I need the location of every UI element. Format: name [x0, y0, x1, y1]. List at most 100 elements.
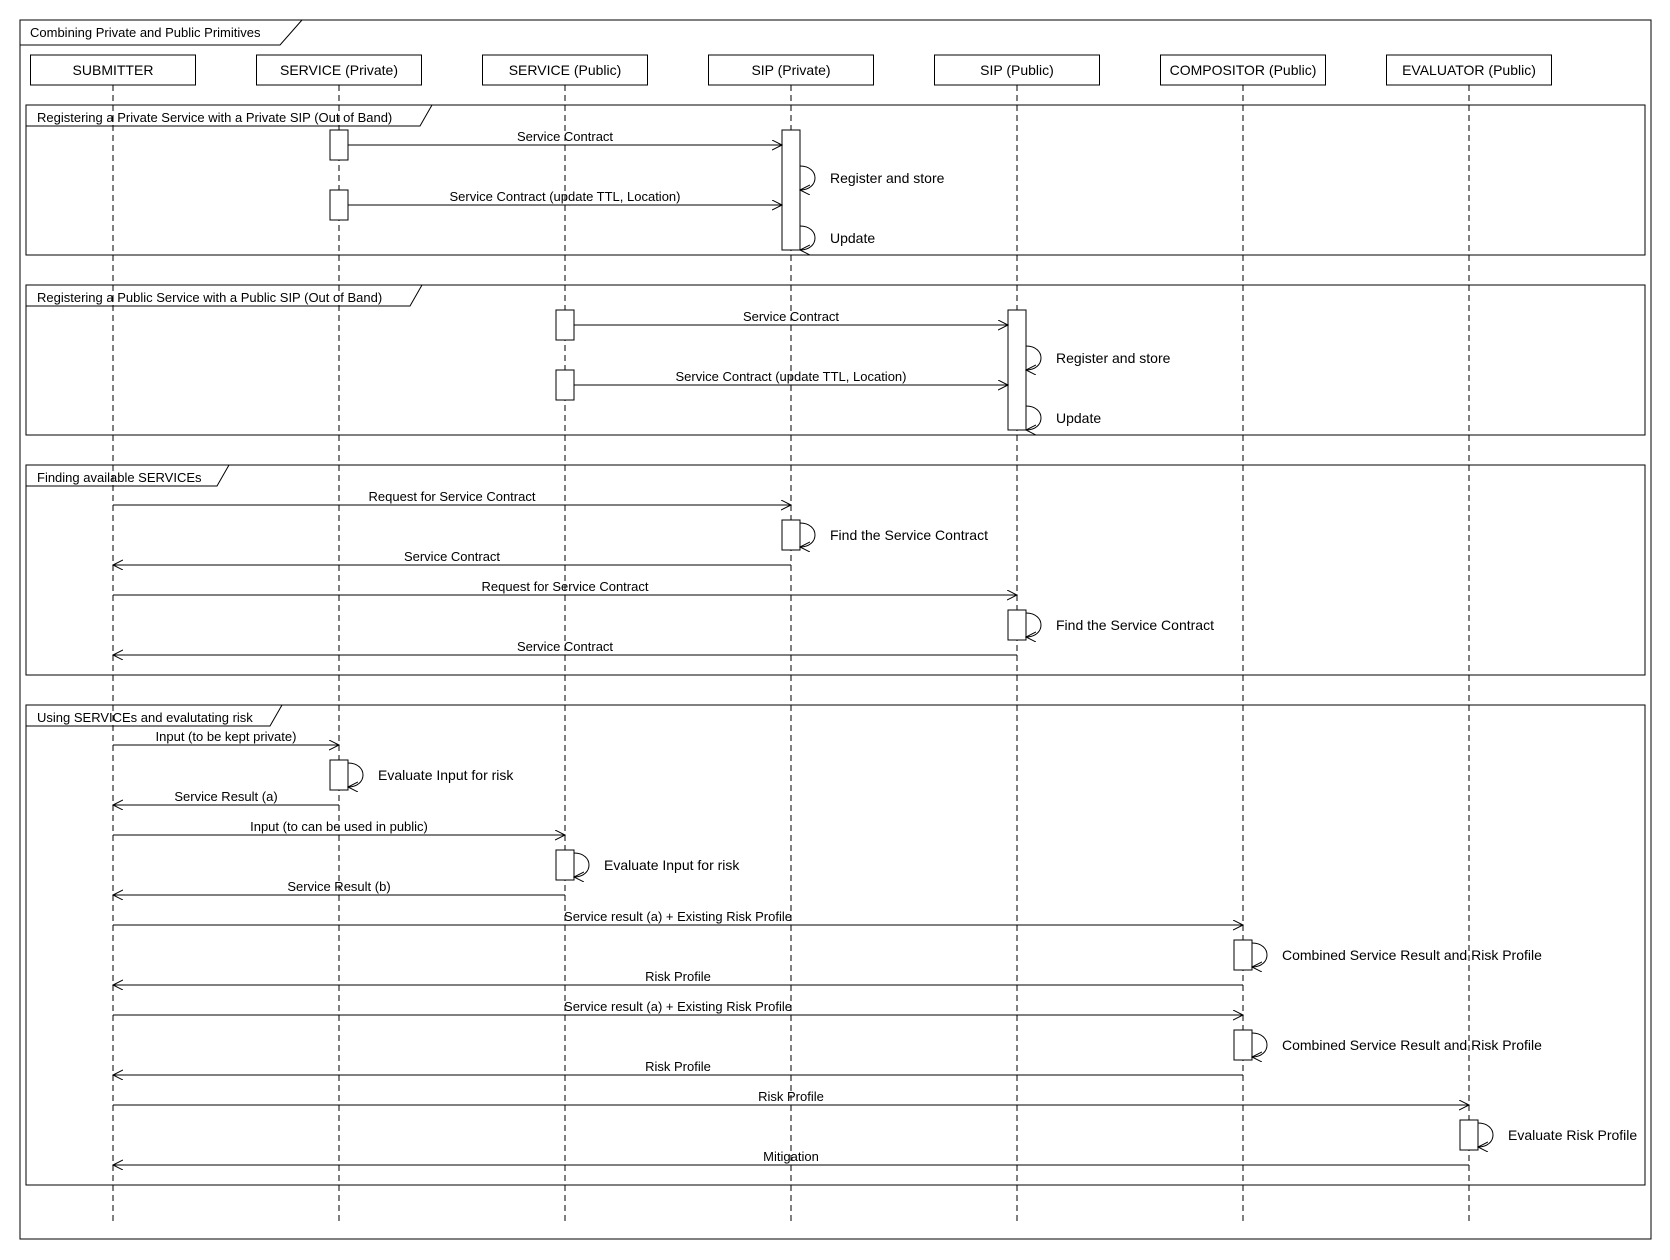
message-22: Combined Service Result and Risk Profile [1252, 942, 1542, 967]
lifeline-head-label: SERVICE (Private) [280, 62, 398, 78]
self-message-arrow [1026, 612, 1042, 637]
message-19: Evaluate Input for risk [574, 852, 740, 877]
self-message-label: Evaluate Input for risk [604, 857, 740, 873]
activation-sip-public-1 [1007, 309, 1027, 431]
self-message-arrow [1478, 1122, 1494, 1147]
message-28: Evaluate Risk Profile [1478, 1122, 1637, 1147]
message-label: Mitigation [763, 1149, 819, 1164]
self-message-arrow [348, 762, 364, 787]
lifeline-submitter: SUBMITTER [30, 54, 196, 86]
fragment-4-tab [26, 704, 283, 727]
self-message-arrow [1252, 942, 1268, 967]
lifeline-service-private: SERVICE (Private) [256, 54, 422, 86]
fragment-3-tab [26, 464, 230, 487]
message-label: Service Contract (update TTL, Location) [676, 369, 907, 384]
activation-compositor-2 [1233, 1029, 1253, 1061]
message-label: Service Contract [517, 639, 613, 654]
message-16: Evaluate Input for risk [348, 762, 514, 787]
message-10: Find the Service Contract [800, 522, 988, 547]
message-label: Service Contract [404, 549, 500, 564]
lifeline-head-box [708, 54, 874, 86]
lifeline-head-label: SIP (Private) [751, 62, 830, 78]
message-label: Request for Service Contract [369, 489, 536, 504]
fragment-4-border [25, 704, 1646, 1186]
message-label: Service Contract (update TTL, Location) [450, 189, 681, 204]
fragment-2: Registering a Public Service with a Publ… [25, 284, 1646, 436]
activation-sip-private-2 [781, 519, 801, 551]
message-label: Service Contract [743, 309, 839, 324]
message-9: Request for Service Contract [113, 489, 791, 505]
message-label: Service result (a) + Existing Risk Profi… [564, 909, 792, 924]
fragment-1: Registering a Private Service with a Pri… [25, 104, 1646, 256]
lifeline-sip-private: SIP (Private) [708, 54, 874, 86]
self-message-arrow [800, 522, 816, 547]
fragment-3: Finding available SERVICEs [25, 464, 1646, 676]
outer-frame-tab [20, 19, 303, 46]
message-24: Service result (a) + Existing Risk Profi… [113, 999, 1243, 1015]
message-29: Mitigation [113, 1149, 1469, 1165]
self-message-label: Register and store [1056, 350, 1171, 366]
message-6: Register and store [1026, 345, 1171, 370]
message-label: Service Result (b) [287, 879, 390, 894]
message-13: Find the Service Contract [1026, 612, 1214, 637]
message-label: Input (to be kept private) [156, 729, 297, 744]
lifeline-head-box [256, 54, 422, 86]
fragment-2-tab [26, 284, 423, 307]
lifeline-head-label: SERVICE (Public) [509, 62, 622, 78]
lifeline-head-label: SIP (Public) [980, 62, 1054, 78]
diagram-title: Combining Private and Public Primitives [30, 25, 261, 40]
fragment-3-label: Finding available SERVICEs [37, 470, 202, 485]
message-15: Input (to be kept private) [113, 729, 339, 745]
lifeline-head-box [1160, 54, 1326, 86]
lifeline-head-box [482, 54, 648, 86]
activation-service-private-3 [329, 759, 349, 791]
fragment-1-tab [26, 104, 433, 127]
self-message-label: Find the Service Contract [1056, 617, 1214, 633]
self-message-label: Update [830, 230, 875, 246]
message-12: Request for Service Contract [113, 579, 1017, 595]
message-8: Update [1026, 405, 1101, 430]
message-label: Input (to can be used in public) [250, 819, 428, 834]
self-message-label: Update [1056, 410, 1101, 426]
self-message-arrow [1252, 1032, 1268, 1057]
message-21: Service result (a) + Existing Risk Profi… [113, 909, 1243, 925]
outer-frame: Combining Private and Public Primitives [19, 19, 1652, 1240]
self-message-label: Combined Service Result and Risk Profile [1282, 1037, 1542, 1053]
activation-sip-public-2 [1007, 609, 1027, 641]
activation-service-public-1 [555, 309, 575, 341]
fragment-4-label: Using SERVICEs and evalutating risk [37, 710, 253, 725]
message-5: Service Contract [574, 309, 1008, 325]
activation-sip-private-1 [781, 129, 801, 251]
message-26: Risk Profile [113, 1059, 1243, 1075]
self-message-arrow [1026, 345, 1042, 370]
message-label: Service Result (a) [174, 789, 277, 804]
self-message-label: Evaluate Risk Profile [1508, 1127, 1637, 1143]
activation-service-public-2 [555, 369, 575, 401]
message-label: Request for Service Contract [482, 579, 649, 594]
message-17: Service Result (a) [113, 789, 339, 805]
self-message-label: Find the Service Contract [830, 527, 988, 543]
fragment-1-border [25, 104, 1646, 256]
self-message-arrow [1026, 405, 1042, 430]
message-label: Service Contract [517, 129, 613, 144]
activation-bars [329, 129, 1479, 1151]
message-label: Risk Profile [758, 1089, 824, 1104]
message-11: Service Contract [113, 549, 791, 565]
fragments: Registering a Private Service with a Pri… [25, 104, 1646, 1186]
message-20: Service Result (b) [113, 879, 565, 895]
message-3: Service Contract (update TTL, Location) [348, 189, 782, 205]
message-27: Risk Profile [113, 1089, 1469, 1105]
lifeline-service-public: SERVICE (Public) [482, 54, 648, 86]
lifeline-head-label: EVALUATOR (Public) [1402, 62, 1536, 78]
lifeline-sip-public: SIP (Public) [934, 54, 1100, 86]
fragment-1-label: Registering a Private Service with a Pri… [37, 110, 392, 125]
self-message-arrow [574, 852, 590, 877]
outer-frame-border [19, 19, 1652, 1240]
activation-evaluator-1 [1459, 1119, 1479, 1151]
message-14: Service Contract [113, 639, 1017, 655]
self-message-label: Combined Service Result and Risk Profile [1282, 947, 1542, 963]
lifeline-compositor-public: COMPOSITOR (Public) [1160, 54, 1326, 86]
message-25: Combined Service Result and Risk Profile [1252, 1032, 1542, 1057]
